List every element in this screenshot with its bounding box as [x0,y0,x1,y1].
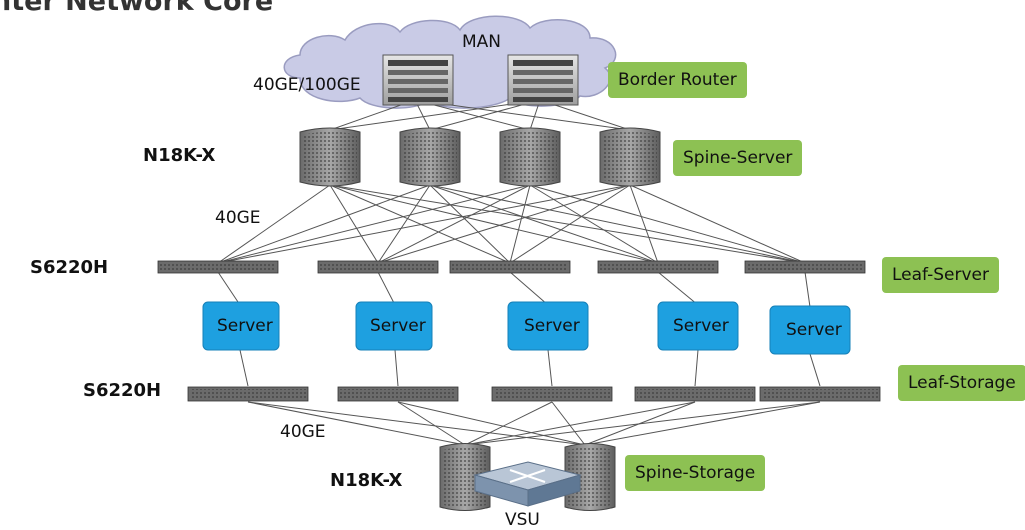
server-4-label: Server [673,316,729,336]
spine-server-switch-3 [499,127,561,187]
leaf-server-tag: Leaf-Server [882,257,999,293]
links [217,99,821,446]
leaf-storage-tag: Leaf-Storage [898,365,1025,401]
spine-server-switch-1 [299,127,361,187]
border-router-tag: Border Router [608,62,747,98]
spine-server-switch-2 [399,127,461,187]
server-3-label: Server [524,316,580,336]
server-1-label: Server [217,316,273,336]
storage-speed-label: 40GE [280,422,326,442]
spine-server-model-label: N18K-X [143,145,216,166]
border-router-1 [382,54,454,106]
leaf-storage-model-label: S6220H [83,380,162,401]
man-label: MAN [462,32,502,52]
server-boxes [202,301,851,355]
spine-storage-switch-1 [439,443,491,511]
vsu-label: VSU [505,510,540,530]
uplink-speed-label: 40GE/100GE [253,75,361,95]
border-router-2 [507,54,579,106]
spine-storage-model-label: N18K-X [330,470,403,491]
spine-speed-label: 40GE [215,208,261,228]
page-title: nter Network Core [0,0,274,17]
spine-storage-switch-2 [564,443,616,511]
leaf-server-model-label: S6220H [30,257,109,278]
spine-server-tag: Spine-Server [673,140,803,176]
spine-storage-tag: Spine-Storage [625,455,766,491]
server-2-label: Server [370,316,426,336]
server-5-label: Server [786,320,842,340]
vsu-switch-icon [473,461,582,507]
spine-server-switch-4 [599,127,661,187]
